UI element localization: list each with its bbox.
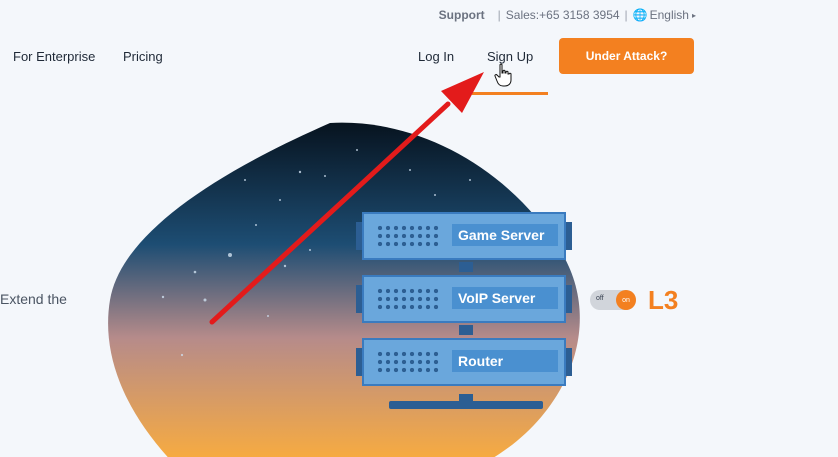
server-label-box bbox=[452, 287, 558, 309]
nav-pricing[interactable]: Pricing bbox=[123, 49, 163, 64]
nav-for-enterprise[interactable]: For Enterprise bbox=[13, 49, 96, 64]
layer-toggle[interactable]: off on bbox=[590, 290, 636, 310]
server-label-box bbox=[452, 224, 558, 246]
layer-label: L3 bbox=[648, 285, 679, 315]
toggle-off-label: off bbox=[596, 295, 604, 302]
divider: | bbox=[624, 8, 628, 22]
vent-dots bbox=[376, 224, 440, 248]
rack-link bbox=[459, 262, 473, 272]
language-selector[interactable]: English bbox=[649, 8, 689, 22]
server-router: Router bbox=[356, 338, 572, 386]
vent-dots bbox=[376, 287, 440, 311]
server-ear bbox=[566, 348, 572, 376]
rack-stand-post bbox=[459, 394, 473, 404]
nav-log-in[interactable]: Log In bbox=[418, 49, 455, 64]
server-label: VoIP Server bbox=[458, 290, 536, 306]
globe-icon: 🌐 bbox=[632, 8, 648, 22]
hand-cursor-icon bbox=[494, 63, 512, 87]
under-attack-button[interactable]: Under Attack? bbox=[559, 38, 694, 74]
caret-right-icon: ▸ bbox=[691, 10, 696, 20]
rack-stand-base bbox=[389, 401, 543, 409]
server-label: Router bbox=[458, 353, 504, 369]
vent-dots bbox=[376, 350, 440, 374]
server-ear bbox=[356, 348, 362, 376]
toggle-knob: on bbox=[616, 290, 636, 310]
server-ear bbox=[566, 285, 572, 313]
server-ear bbox=[566, 222, 572, 250]
hero-heading: Extend the bbox=[0, 291, 67, 307]
nav-sign-up[interactable]: Sign Up bbox=[487, 49, 534, 64]
sign-up-underline bbox=[472, 92, 548, 95]
server-voip: VoIP Server bbox=[356, 275, 572, 323]
utility-bar: Support | Sales:+65 3158 3954 | 🌐 Englis… bbox=[439, 6, 696, 24]
rack-link bbox=[459, 325, 473, 335]
server-label-box bbox=[452, 350, 558, 372]
divider: | bbox=[497, 8, 501, 22]
server-label: Game Server bbox=[458, 227, 545, 243]
support-link[interactable]: Support bbox=[438, 8, 485, 22]
server-game: Game Server bbox=[356, 212, 572, 260]
sales-phone[interactable]: Sales:+65 3158 3954 bbox=[505, 8, 620, 22]
